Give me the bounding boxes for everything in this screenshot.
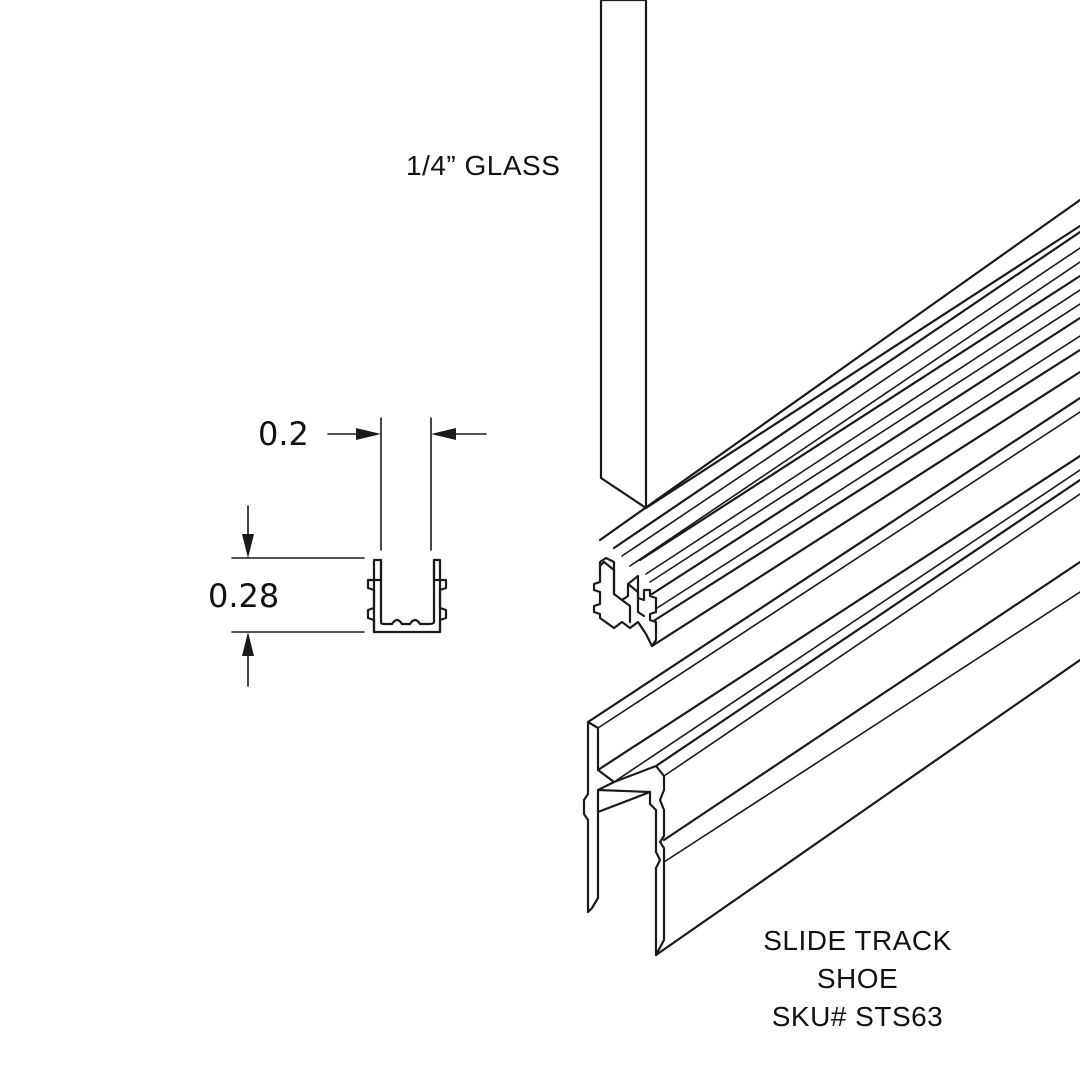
upper-channel-shoe [592,198,1080,648]
dimension-height-label: 0.28 [208,577,280,615]
dimension-width-label: 0.2 [258,415,309,453]
product-caption: SLIDE TRACK SHOE SKU# STS63 [730,922,985,1036]
glass-label: 1/4” GLASS [406,150,561,181]
glass-panel [599,0,648,510]
cross-section-detail [231,417,487,687]
product-name-line1: SLIDE TRACK [763,925,952,956]
product-sku: SKU# STS63 [771,1001,944,1032]
lower-h-track [582,396,1080,957]
product-name-line2: SHOE [816,963,899,994]
